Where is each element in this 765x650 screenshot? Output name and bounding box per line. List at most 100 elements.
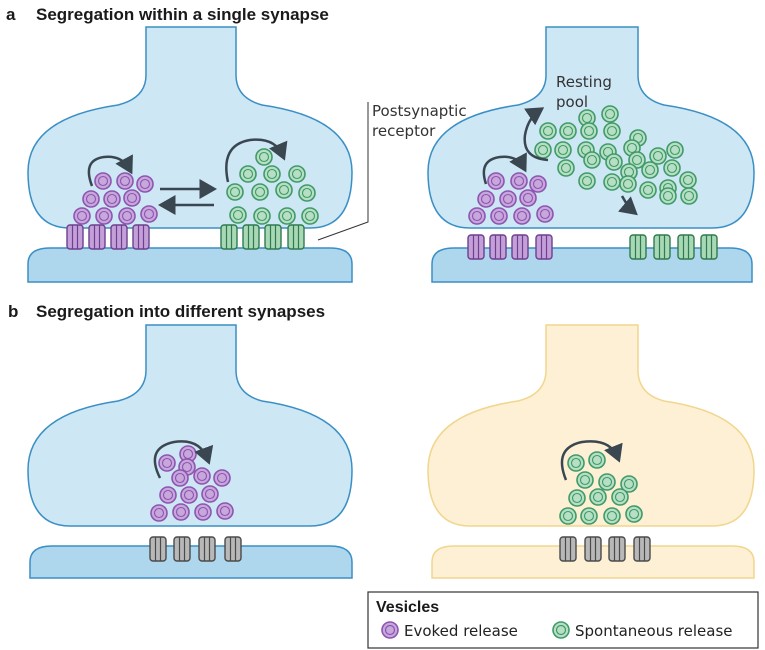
vesicle-core: [581, 175, 593, 187]
receptor-group: [149, 536, 242, 562]
receptor-icon: [584, 536, 602, 562]
resting-pool-line-1: Resting: [556, 73, 612, 91]
recycle-arrow: [482, 152, 527, 185]
spontaneous-vesicle-icon-inner: [555, 624, 567, 636]
vesicle: [275, 181, 293, 199]
synapse-b-right: [427, 324, 755, 579]
vesicle: [226, 183, 244, 201]
vesicle-core: [258, 151, 270, 163]
vesicle-core: [490, 175, 502, 187]
vesicle: [487, 172, 505, 190]
vesicle-core: [493, 210, 505, 222]
vesicle: [180, 486, 198, 504]
receptor-icon: [653, 234, 671, 260]
receptor-icon: [700, 234, 718, 260]
vesicle-core: [502, 193, 514, 205]
postsynaptic-membrane: [27, 247, 353, 283]
vesicle: [601, 105, 619, 123]
vesicle-core: [626, 142, 638, 154]
receptor-icon: [633, 536, 651, 562]
vesicle: [580, 507, 598, 525]
receptor-group: [66, 224, 150, 250]
vesicle: [628, 151, 646, 169]
vesicle: [559, 122, 577, 140]
vesicle-core: [560, 162, 572, 174]
presynaptic-terminal: [427, 324, 755, 527]
vesicle: [557, 159, 575, 177]
vesicle: [136, 175, 154, 193]
vesicle: [589, 488, 607, 506]
postsynaptic-membrane: [29, 545, 353, 579]
vesicle: [583, 151, 601, 169]
vesicle-core: [121, 210, 133, 222]
vesicle-core: [229, 186, 241, 198]
vesicle-core: [119, 175, 131, 187]
vesicle-core: [642, 184, 654, 196]
receptor-icon: [110, 224, 128, 250]
vesicle-core: [516, 210, 528, 222]
vesicle-cluster-evoked: [150, 445, 234, 522]
vesicle: [158, 454, 176, 472]
receptor-group: [220, 224, 305, 250]
vesicle: [468, 207, 486, 225]
vesicle-core: [583, 125, 595, 137]
presynaptic-terminal: [27, 324, 353, 527]
receptor-icon: [677, 234, 695, 260]
vesicle-core: [532, 178, 544, 190]
legend-item-spontaneous: Spontaneous release: [552, 621, 733, 640]
receptor-icon: [242, 224, 260, 250]
vesicle: [679, 171, 697, 189]
leader-line: [317, 102, 369, 241]
vesicle: [619, 175, 637, 193]
evoked-vesicle-icon: [381, 621, 399, 639]
vesicle: [116, 172, 134, 190]
vesicle-core: [216, 472, 228, 484]
vesicle-core: [278, 184, 290, 196]
panel-a-title: Segregation within a single synapse: [36, 5, 329, 24]
vesicle-core: [579, 474, 591, 486]
vesicle: [103, 190, 121, 208]
vesicle-core: [592, 491, 604, 503]
vesicle-core: [85, 193, 97, 205]
receptor-icon: [224, 536, 242, 562]
vesicle: [263, 165, 281, 183]
vesicle: [536, 205, 554, 223]
vesicle-core: [669, 144, 681, 156]
vesicle-core: [539, 208, 551, 220]
vesicle-core: [622, 178, 634, 190]
vesicle: [123, 189, 141, 207]
recycle-arrow: [225, 138, 288, 183]
vesicle: [603, 173, 621, 191]
vesicle-core: [162, 489, 174, 501]
vesicle-core: [537, 144, 549, 156]
vesicle-core: [174, 472, 186, 484]
receptor-group: [467, 234, 553, 260]
annotation-line-2: receptor: [372, 122, 436, 140]
vesicle-core: [161, 457, 173, 469]
vesicle-core: [557, 144, 569, 156]
vesicle-core: [662, 190, 674, 202]
vesicle: [567, 454, 585, 472]
vesicle: [588, 451, 606, 469]
vesicle: [649, 147, 667, 165]
vesicle: [620, 475, 638, 493]
vesicle-core: [153, 507, 165, 519]
vesicle-core: [644, 164, 656, 176]
recycle-arrow: [153, 440, 214, 479]
receptor-icon: [132, 224, 150, 250]
vesicle: [251, 183, 269, 201]
receptor-icon: [149, 536, 167, 562]
vesicle-core: [98, 210, 110, 222]
vesicle-core: [242, 168, 254, 180]
vesicle-core: [542, 125, 554, 137]
panel-a-label: a: [6, 5, 16, 24]
legend-label-spontaneous: Spontaneous release: [575, 622, 733, 640]
vesicle: [603, 507, 621, 525]
receptor-icon: [489, 234, 507, 260]
vesicle-core: [562, 510, 574, 522]
vesicle: [229, 206, 247, 224]
receptor-icon: [511, 234, 529, 260]
receptor-icon: [173, 536, 191, 562]
vesicle-core: [623, 478, 635, 490]
